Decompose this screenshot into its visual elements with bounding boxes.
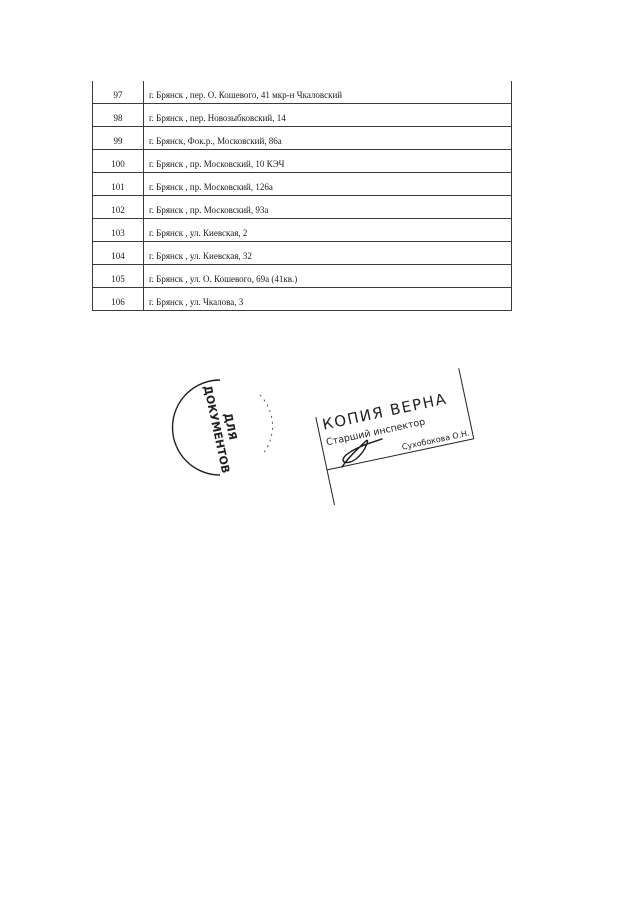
certify-stamp-right-border (458, 368, 475, 439)
table-row: 103 г. Брянск , ул. Киевская, 2 (92, 218, 512, 242)
row-address: г. Брянск , ул. Киевская, 2 (143, 218, 512, 242)
table-row: 104 г. Брянск , ул. Киевская, 32 (92, 241, 512, 265)
table-row: 100 г. Брянск , пр. Московский, 10 КЭЧ (92, 149, 512, 173)
row-address: г. Брянск , пр. Московский, 126а (143, 172, 512, 196)
table-row: 105 г. Брянск , ул. О. Кошевого, 69а (41… (92, 264, 512, 288)
row-number: 100 (92, 149, 144, 173)
stamps-svg: ДЛЯ ДОКУМЕНТОВ КОПИЯ ВЕРНА Старший инспе… (171, 368, 475, 505)
row-address: г. Брянск , пер. О. Кошевого, 41 мкр-н Ч… (143, 81, 512, 104)
table-row: 99 г. Брянск, Фок.р., Московский, 86а (92, 126, 512, 150)
table-row: 101 г. Брянск , пр. Московский, 126а (92, 172, 512, 196)
address-table: 97 г. Брянск , пер. О. Кошевого, 41 мкр-… (92, 81, 512, 311)
row-number: 105 (92, 264, 144, 288)
row-number: 98 (92, 103, 144, 127)
row-address: г. Брянск, Фок.р., Московский, 86а (143, 126, 512, 150)
stamps-area: ДЛЯ ДОКУМЕНТОВ КОПИЯ ВЕРНА Старший инспе… (170, 355, 490, 505)
certify-stamp-left-border (315, 417, 336, 505)
row-number: 106 (92, 287, 144, 311)
signature (341, 438, 383, 468)
row-address: г. Брянск , пер. Новозыбковский, 14 (143, 103, 512, 127)
table-row: 98 г. Брянск , пер. Новозыбковский, 14 (92, 103, 512, 127)
row-address: г. Брянск , ул. Киевская, 32 (143, 241, 512, 265)
certify-stamp: КОПИЯ ВЕРНА Старший инспектор Сухобокова… (315, 368, 475, 505)
table-row: 106 г. Брянск , ул. Чкалова, 3 (92, 287, 512, 311)
certify-stamp-bottom-border (326, 438, 474, 471)
round-stamp: ДЛЯ ДОКУМЕНТОВ (171, 379, 273, 476)
row-number: 102 (92, 195, 144, 219)
row-number: 101 (92, 172, 144, 196)
row-number: 97 (92, 81, 144, 104)
row-address: г. Брянск , ул. О. Кошевого, 69а (41кв.) (143, 264, 512, 288)
row-number: 99 (92, 126, 144, 150)
table-row: 97 г. Брянск , пер. О. Кошевого, 41 мкр-… (92, 81, 512, 104)
certify-stamp-name: Сухобокова О.Н. (401, 429, 470, 452)
row-address: г. Брянск , ул. Чкалова, 3 (143, 287, 512, 311)
row-address: г. Брянск , пр. Московский, 93а (143, 195, 512, 219)
table-row: 102 г. Брянск , пр. Московский, 93а (92, 195, 512, 219)
round-stamp-faint-arc (259, 394, 273, 456)
row-number: 104 (92, 241, 144, 265)
row-address: г. Брянск , пр. Московский, 10 КЭЧ (143, 149, 512, 173)
round-stamp-arc (171, 379, 221, 476)
row-number: 103 (92, 218, 144, 242)
round-stamp-line1: ДЛЯ (221, 412, 239, 442)
